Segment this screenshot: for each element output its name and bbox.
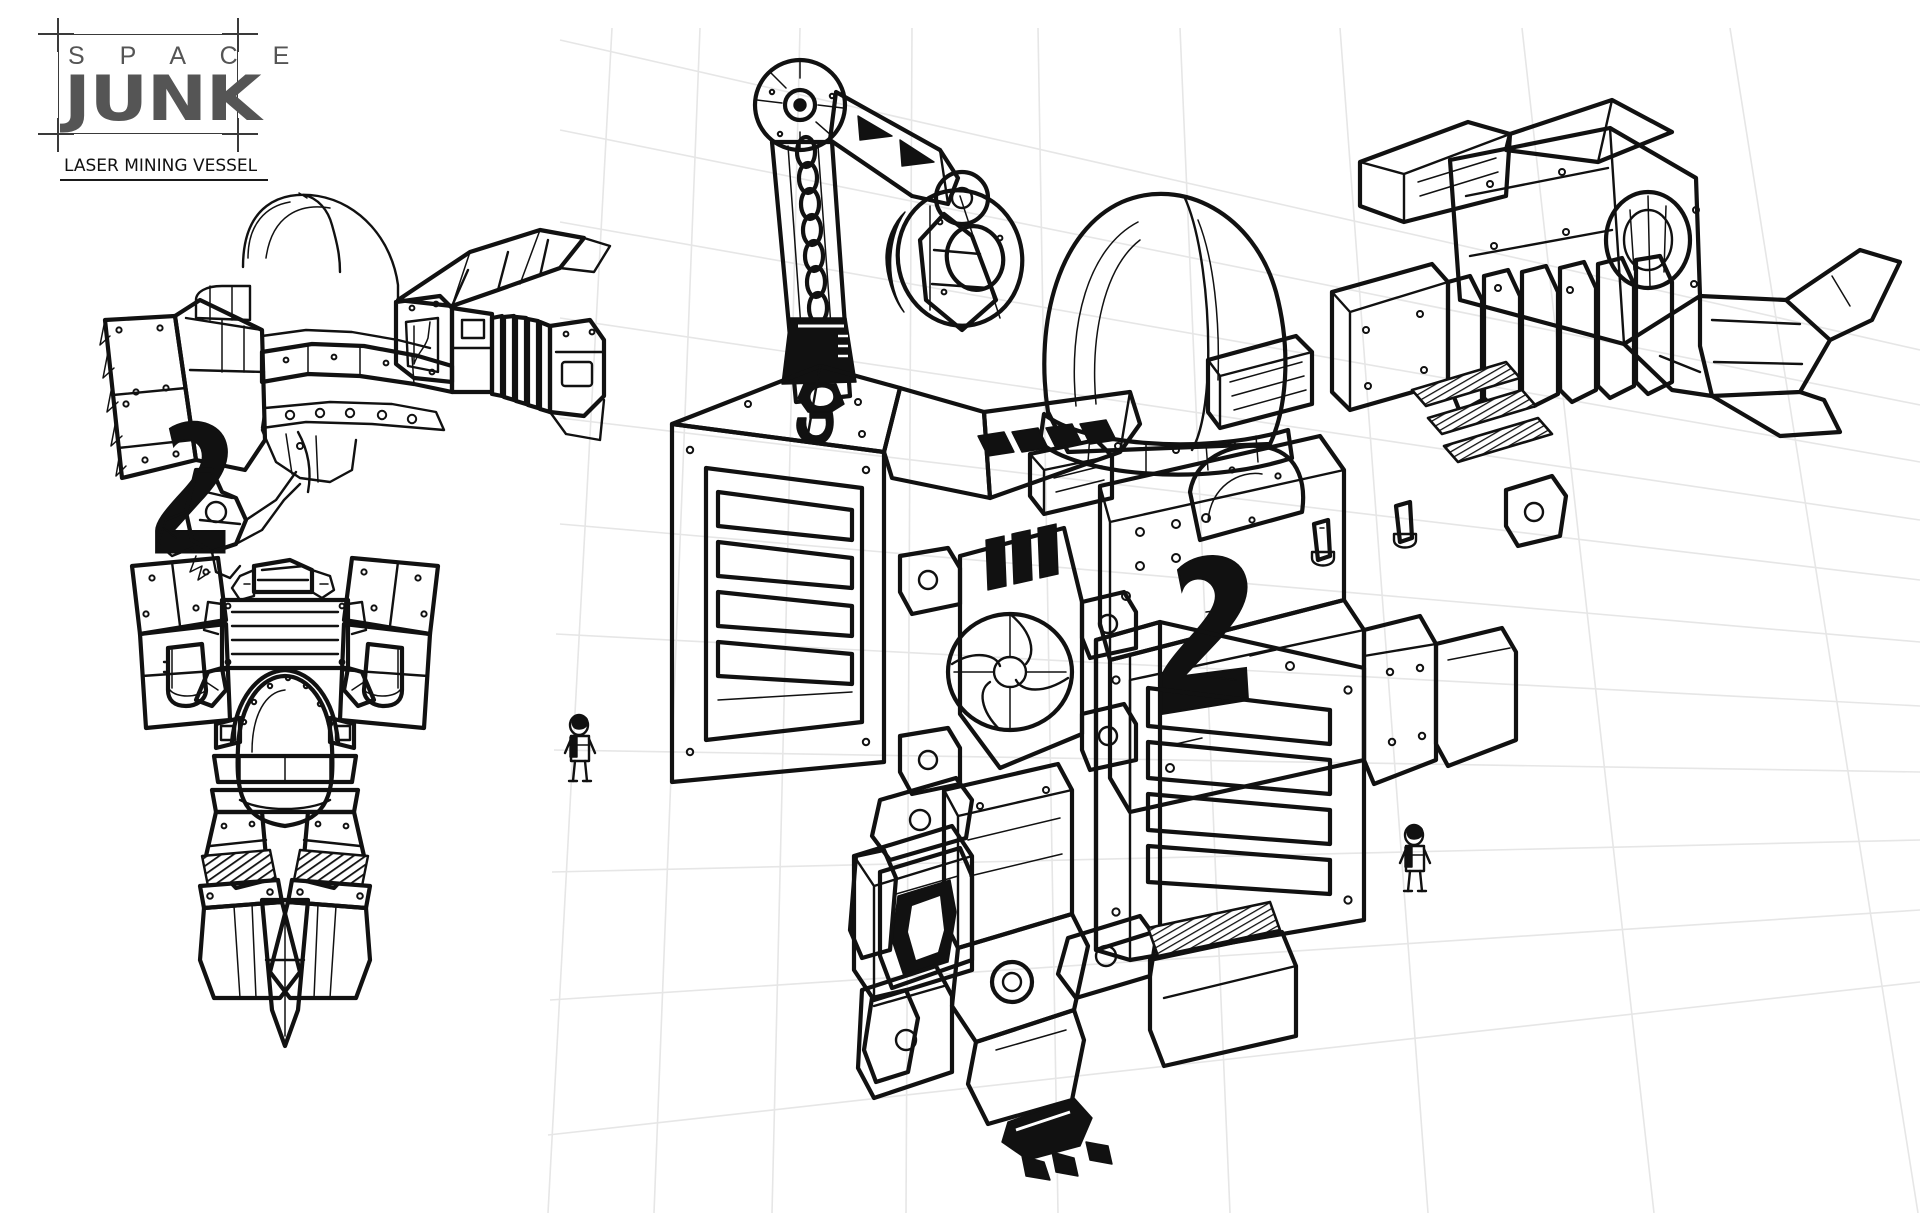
view-front-orthographic — [129, 555, 441, 1049]
front-lower-skirt — [877, 845, 975, 991]
frame-tick-right-top — [237, 18, 239, 52]
frame-tick-bottom-left — [38, 133, 74, 135]
rear-engine-cowl — [1357, 97, 1903, 439]
cockpit-canopy — [1037, 191, 1295, 477]
accordion-bellows — [1410, 253, 1675, 549]
drill-head — [1001, 1097, 1113, 1181]
scale-figure-astronaut-right — [1398, 823, 1432, 893]
sheet-subtitle: LASER MINING VESSEL — [64, 156, 258, 176]
turbine-fan-hub — [945, 523, 1139, 773]
hook-block — [781, 317, 857, 445]
crane-derrick — [752, 57, 1025, 445]
frame-tick-left-top — [57, 18, 59, 52]
hoist-chain — [794, 134, 830, 326]
tank-left — [162, 641, 209, 709]
dorsal-deck — [1027, 261, 1451, 567]
frame-tick-top-left — [38, 33, 74, 35]
view-hero-perspective — [669, 57, 1903, 1181]
frame-tick-top-right — [222, 33, 258, 35]
deck-bolt-post-a — [1310, 517, 1336, 567]
view-side-orthographic — [99, 192, 612, 581]
subtitle-underline — [60, 179, 268, 181]
frame-tick-left-bottom — [57, 118, 59, 152]
scale-figure-astronaut-left — [563, 713, 597, 783]
frame-tick-right-bottom — [237, 118, 239, 152]
grate-panel — [1410, 360, 1554, 464]
deck-bolt-post-b — [1392, 499, 1418, 549]
underside-leg-assembly — [847, 761, 1299, 1181]
brand-word-junk: JUNK — [64, 62, 262, 135]
prow-armor — [669, 363, 1143, 797]
lower-right-armor — [1361, 613, 1519, 787]
tank-right — [361, 641, 405, 709]
frame-tick-bottom-right — [222, 133, 258, 135]
radiator-panel-upper-left — [669, 421, 887, 785]
title-frame — [58, 34, 238, 134]
title-block: S P A C E JUNK LASER MINING VESSEL — [38, 16, 289, 181]
